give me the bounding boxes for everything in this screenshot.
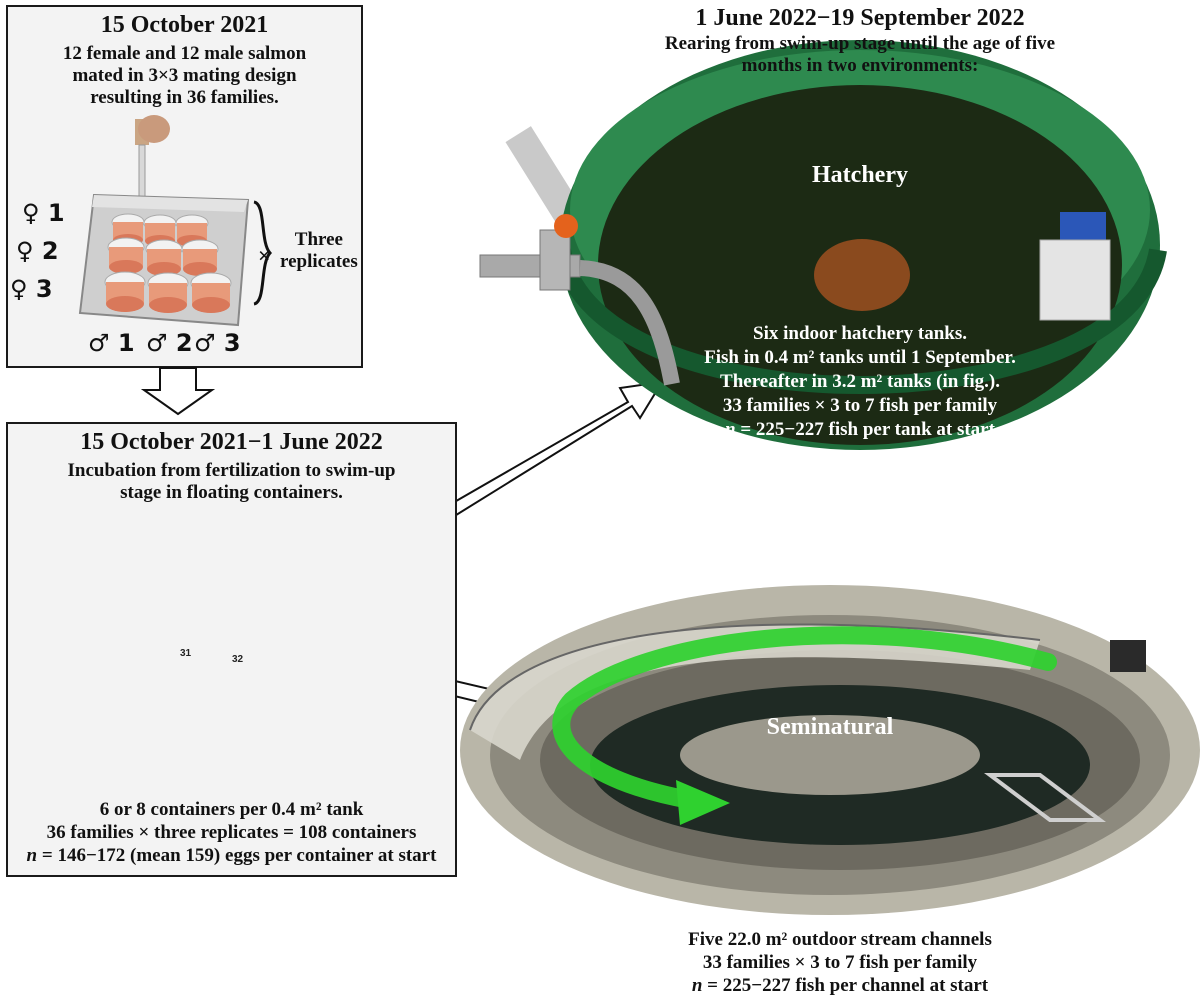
seminatural-label: Seminatural: [766, 714, 894, 740]
hatchery-line3: Thereafter in 3.2 m² tanks (in fig.).: [720, 371, 1000, 392]
mating-line3: resulting in 36 families.: [90, 87, 279, 108]
seminatural-cap2: 33 families × 3 to 7 fish per family: [702, 952, 978, 973]
replicates-label: Three replicates: [280, 229, 358, 272]
mating-box: 15 October 2021 12 female and 12 male sa…: [6, 5, 363, 368]
incubation-cap1: 6 or 8 containers per 0.4 m² tank: [99, 799, 364, 820]
down-arrow: [140, 367, 216, 416]
incubation-line1: Incubation from fertilization to swim-up: [67, 460, 396, 481]
container-label-32: 32: [232, 654, 244, 665]
hatchery-label: Hatchery: [812, 162, 908, 188]
incubation-cap2: 36 families × three replicates = 108 con…: [46, 822, 417, 843]
seminatural-channel: [460, 585, 1200, 915]
mating-line2: mated in 3×3 mating design: [72, 65, 297, 86]
incubation-date: 15 October 2021−1 June 2022: [80, 429, 383, 455]
incubation-line2: stage in floating containers.: [120, 482, 343, 503]
hatchery-line5: n = 225−227 fish per tank at start: [725, 419, 995, 440]
hatchery-line2: Fish in 0.4 m² tanks until 1 September.: [704, 347, 1016, 368]
mating-line1: 12 female and 12 male salmon: [62, 43, 307, 64]
flow-arrow-icon: [552, 626, 1057, 809]
male-3-label: ♂ 3: [194, 329, 241, 357]
rearing-line1: Rearing from swim-up stage until the age…: [664, 33, 1056, 54]
container-label-31: 31: [180, 648, 192, 659]
cup-tray-illustration: [78, 115, 273, 327]
female-1-label: ♀ 1: [22, 199, 65, 227]
mating-date: 15 October 2021: [100, 12, 269, 38]
hatchery-line1: Six indoor hatchery tanks.: [753, 323, 967, 344]
hatchery-tank: [479, 40, 1167, 450]
hatchery-line4: 33 families × 3 to 7 fish per family: [722, 395, 998, 416]
seminatural-cap1: Five 22.0 m² outdoor stream channels: [688, 929, 992, 950]
male-2-label: ♂ 2: [146, 329, 193, 357]
seminatural-cap3: n = 225−227 fish per channel at start: [691, 975, 989, 996]
incubation-box-bg: [6, 422, 457, 877]
times-symbol: ×: [258, 243, 271, 268]
cups-grid: [104, 213, 232, 313]
incubation-cap3: n = 146−172 (mean 159) eggs per containe…: [26, 845, 437, 866]
female-3-label: ♀ 3: [10, 275, 53, 303]
male-1-label: ♂ 1: [88, 329, 135, 357]
brace-icon: [253, 200, 273, 306]
rearing-line2: months in two environments:: [741, 55, 979, 76]
incubation-box: 15 October 2021−1 June 2022 Incubation f…: [6, 422, 457, 877]
rearing-date: 1 June 2022−19 September 2022: [695, 5, 1025, 31]
pipette-icon: [135, 115, 170, 217]
female-2-label: ♀ 2: [16, 237, 59, 265]
